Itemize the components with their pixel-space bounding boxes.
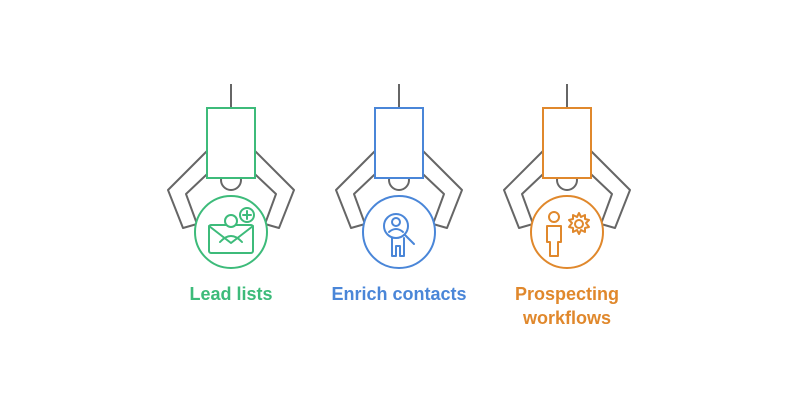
- item-label-line: Lead lists: [189, 284, 273, 304]
- claw-body: [542, 107, 592, 179]
- icon-circle: [530, 195, 604, 269]
- person-magnifier-icon: [383, 213, 415, 257]
- item-label-line: workflows: [522, 308, 611, 328]
- claw-item-prospecting-workflows: Prospecting workflows: [484, 0, 650, 410]
- icon-circle: [194, 195, 268, 269]
- item-label: Lead lists: [118, 282, 344, 306]
- envelope-person-add-icon: [208, 207, 255, 254]
- claw-body: [374, 107, 424, 179]
- item-label-line: Prospecting: [514, 284, 620, 304]
- item-label: Prospecting workflows: [454, 282, 680, 330]
- claw-graphic: [503, 84, 631, 269]
- claw-graphic: [167, 84, 295, 269]
- item-label-line: Enrich contacts: [331, 284, 467, 304]
- claw-body: [206, 107, 256, 179]
- claw-item-lead-lists: Lead lists: [148, 0, 314, 410]
- person-gear-icon: [546, 211, 590, 257]
- claw-graphic: [335, 84, 463, 269]
- item-label: Enrich contacts: [286, 282, 512, 306]
- claw-item-enrich-contacts: Enrich contacts: [316, 0, 482, 410]
- icon-circle: [362, 195, 436, 269]
